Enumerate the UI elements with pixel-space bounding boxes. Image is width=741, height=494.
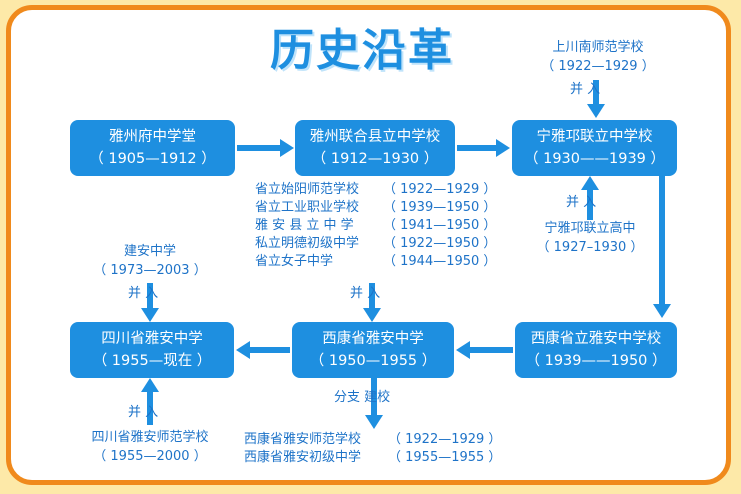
merged-item-name: 省立始阳师范学校 xyxy=(255,182,360,197)
box-ningyaqiong: 宁雅邛联立中学校 （ 1930——1939 ） xyxy=(512,120,677,176)
box-ningyaqiong-years: （ 1930——1939 ） xyxy=(523,151,666,167)
label-shifan-name: 四川省雅安师范学校 xyxy=(91,430,209,445)
frame-border xyxy=(6,5,731,485)
box-yazhoufu-name: 雅州府中学堂 xyxy=(109,129,196,145)
branch-item-name: 西康省雅安师范学校 xyxy=(244,432,362,447)
box-xikangshengli-name: 西康省立雅安中学校 xyxy=(530,331,662,347)
box-yazhoulianhe: 雅州联合县立中学校 （ 1912—1930 ） xyxy=(295,120,455,176)
merged-item-years: （ 1944—1950 ） xyxy=(383,254,497,269)
label-gaozhong-name: 宁雅邛联立高中 xyxy=(544,221,636,236)
label-bingru-1950: 并 入 xyxy=(350,286,381,301)
label-bingru-shifan: 并 入 xyxy=(128,405,159,420)
box-xikangshengli: 西康省立雅安中学校 （ 1939——1950 ） xyxy=(515,322,677,378)
label-gaozhong: 宁雅邛联立高中 （ 1927–1930 ） xyxy=(520,219,660,257)
merged-item-name: 雅 安 县 立 中 学 xyxy=(255,218,354,233)
arrowhead-gaozhong-merge xyxy=(581,176,599,190)
arrowhead-jianan-merge xyxy=(141,308,159,322)
label-jianan-years: （ 1973—2003 ） xyxy=(93,263,207,278)
label-gaozhong-years: （ 1927–1930 ） xyxy=(536,240,644,255)
label-shangchuan-name: 上川南师范学校 xyxy=(552,40,644,55)
merged-item: 省立女子中学 （ 1944—1950 ） xyxy=(255,253,496,271)
arrowhead-1930-to-1939 xyxy=(653,304,671,318)
label-bingru-jianan: 并 入 xyxy=(128,286,159,301)
merged-item: 省立工业职业学校 （ 1939—1950 ） xyxy=(255,199,496,217)
box-sichuanya: 四川省雅安中学 （ 1955—现在 ） xyxy=(70,322,234,378)
box-xikangshengli-years: （ 1939——1950 ） xyxy=(525,353,667,369)
branch-list: 西康省雅安师范学校 （ 1922—1929 ） 西康省雅安初级中学 （ 1955… xyxy=(244,431,501,467)
box-xikangya-years: （ 1950—1955 ） xyxy=(309,353,437,369)
label-jianan: 建安中学 （ 1973—2003 ） xyxy=(88,242,212,280)
merged-item-years: （ 1941—1950 ） xyxy=(383,218,497,233)
box-sichuanya-years: （ 1955—现在 ） xyxy=(92,353,212,369)
arrowhead-shangchuan-merge xyxy=(587,104,605,118)
merged-item-years: （ 1922—1929 ） xyxy=(383,182,497,197)
arrowhead-1939-to-1950 xyxy=(456,341,470,359)
box-yazhoufu: 雅州府中学堂 （ 1905—1912 ） xyxy=(70,120,235,176)
merged-item-years: （ 1922—1950 ） xyxy=(383,236,497,251)
box-ningyaqiong-name: 宁雅邛联立中学校 xyxy=(536,129,653,145)
label-fenzhi: 分支 建校 xyxy=(334,390,391,405)
branch-item-name: 西康省雅安初级中学 xyxy=(244,450,362,465)
merged-item-years: （ 1939—1950 ） xyxy=(383,200,497,215)
box-yazhoulianhe-name: 雅州联合县立中学校 xyxy=(309,129,441,145)
box-yazhoufu-years: （ 1905—1912 ） xyxy=(89,151,216,167)
arrowhead-1912-to-1930 xyxy=(496,139,510,157)
merged-item-name: 省立女子中学 xyxy=(255,254,334,269)
arrowhead-1950-merge xyxy=(363,308,381,322)
box-yazhoulianhe-years: （ 1912—1930 ） xyxy=(311,151,439,167)
box-xikangya-name: 西康省雅安中学 xyxy=(322,331,424,347)
box-xikangya: 西康省雅安中学 （ 1950—1955 ） xyxy=(292,322,454,378)
arrowhead-shifan-merge xyxy=(141,378,159,392)
merged-item-name: 私立明德初级中学 xyxy=(255,236,360,251)
label-bingru-shangchuan: 并 入 xyxy=(570,82,601,97)
branch-item: 西康省雅安初级中学 （ 1955—1955 ） xyxy=(244,449,501,467)
arrowhead-1950-to-1955 xyxy=(236,341,250,359)
arrowhead-1905-to-1912 xyxy=(280,139,294,157)
label-shifan: 四川省雅安师范学校 （ 1955—2000 ） xyxy=(78,428,222,466)
merged-item: 省立始阳师范学校 （ 1922—1929 ） xyxy=(255,181,496,199)
merged-item-name: 省立工业职业学校 xyxy=(255,200,360,215)
arrowhead-branch xyxy=(365,415,383,429)
label-shangchuan-years: （ 1922—1929 ） xyxy=(541,59,655,74)
page-title: 历史沿革 xyxy=(270,25,454,76)
branch-item-years: （ 1955—1955 ） xyxy=(388,450,502,465)
label-shangchuan: 上川南师范学校 （ 1922—1929 ） xyxy=(525,38,671,76)
label-bingru-gaozhong: 并 入 xyxy=(566,195,597,210)
label-jianan-name: 建安中学 xyxy=(123,244,176,259)
merged-item: 雅 安 县 立 中 学 （ 1941—1950 ） xyxy=(255,217,496,235)
label-shifan-years: （ 1955—2000 ） xyxy=(93,449,207,464)
branch-item-years: （ 1922—1929 ） xyxy=(388,432,502,447)
branch-item: 西康省雅安师范学校 （ 1922—1929 ） xyxy=(244,431,501,449)
merged-list: 省立始阳师范学校 （ 1922—1929 ） 省立工业职业学校 （ 1939—1… xyxy=(255,181,496,271)
box-sichuanya-name: 四川省雅安中学 xyxy=(101,331,203,347)
merged-item: 私立明德初级中学 （ 1922—1950 ） xyxy=(255,235,496,253)
